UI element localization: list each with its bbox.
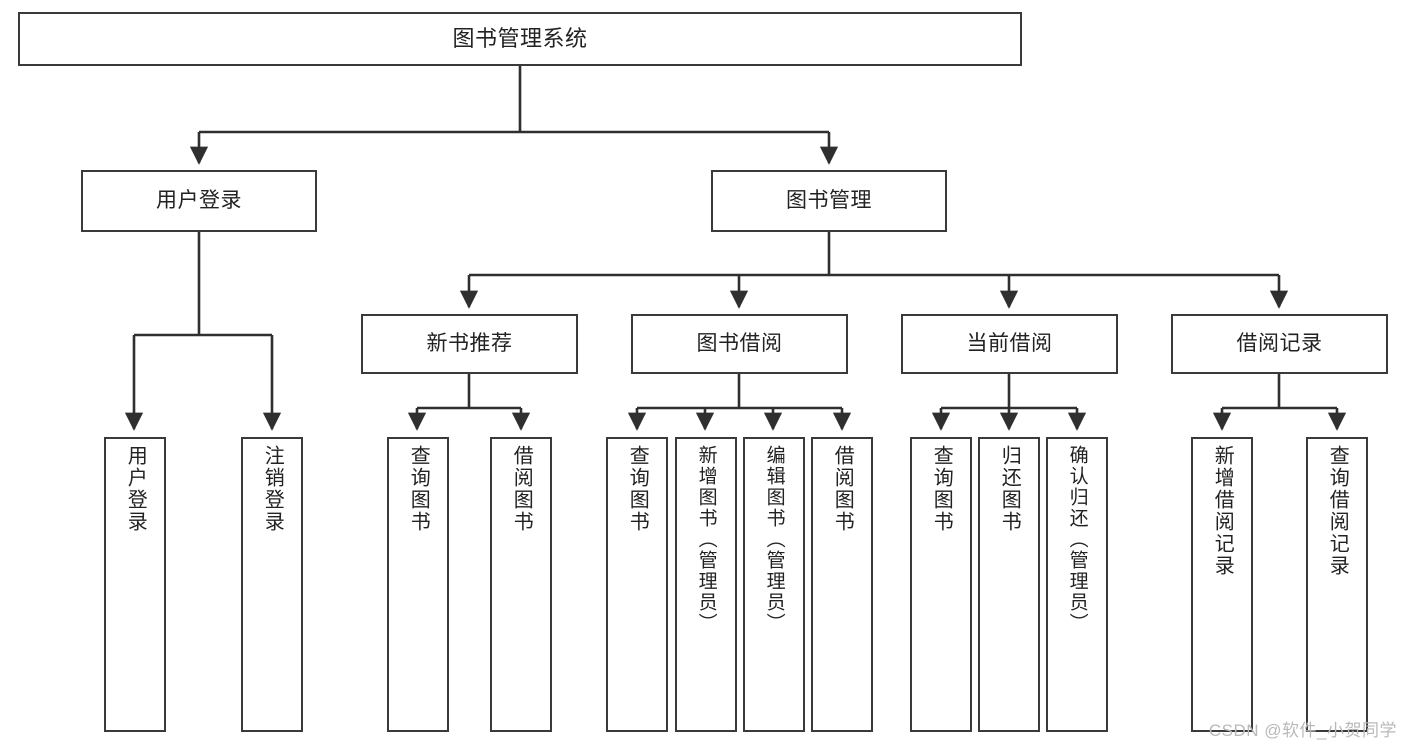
node-root-label: 图书管理系统	[452, 25, 588, 51]
node-book-borrow-label: 图书借阅	[696, 331, 783, 355]
node-borrow-record[interactable]: 借阅记录	[1171, 314, 1388, 374]
node-root[interactable]: 图书管理系统	[18, 12, 1022, 66]
node-leaf-edit-book[interactable]: 编辑图书（管理员）	[743, 437, 805, 732]
node-leaf-query-book-2[interactable]: 查询图书	[606, 437, 668, 732]
node-leaf-user-login[interactable]: 用户登录	[104, 437, 166, 732]
node-book-manage[interactable]: 图书管理	[711, 170, 947, 232]
node-leaf-add-record-label: 新增借阅记录	[1211, 445, 1234, 577]
node-new-book-recommend-label: 新书推荐	[426, 331, 513, 355]
node-leaf-query-book-1-label: 查询图书	[407, 445, 430, 533]
node-borrow-record-label: 借阅记录	[1236, 331, 1323, 355]
node-new-book-recommend[interactable]: 新书推荐	[361, 314, 578, 374]
node-user-login-label: 用户登录	[156, 188, 242, 212]
node-leaf-confirm-return[interactable]: 确认归还（管理员）	[1046, 437, 1108, 732]
node-leaf-query-book-2-label: 查询图书	[626, 445, 649, 533]
node-book-manage-label: 图书管理	[786, 188, 872, 212]
node-leaf-add-record[interactable]: 新增借阅记录	[1191, 437, 1253, 732]
node-book-borrow[interactable]: 图书借阅	[631, 314, 848, 374]
node-user-login[interactable]: 用户登录	[81, 170, 317, 232]
node-leaf-query-book-3-label: 查询图书	[930, 445, 953, 533]
node-current-borrow[interactable]: 当前借阅	[901, 314, 1118, 374]
node-leaf-query-record-label: 查询借阅记录	[1326, 445, 1349, 577]
node-leaf-query-book-3[interactable]: 查询图书	[910, 437, 972, 732]
node-leaf-edit-book-label: 编辑图书（管理员）	[763, 445, 785, 634]
node-current-borrow-label: 当前借阅	[966, 331, 1053, 355]
node-leaf-borrow-book-1-label: 借阅图书	[510, 445, 533, 533]
node-leaf-borrow-book-2-label: 借阅图书	[831, 445, 854, 533]
node-leaf-user-login-label: 用户登录	[124, 445, 147, 533]
node-leaf-borrow-book-1[interactable]: 借阅图书	[490, 437, 552, 732]
node-leaf-confirm-return-label: 确认归还（管理员）	[1066, 445, 1088, 634]
csdn-watermark: CSDN @软件_小贺同学	[1208, 721, 1397, 740]
node-leaf-add-book-label: 新增图书（管理员）	[695, 445, 717, 634]
node-leaf-borrow-book-2[interactable]: 借阅图书	[811, 437, 873, 732]
node-leaf-add-book[interactable]: 新增图书（管理员）	[675, 437, 737, 732]
node-leaf-query-book-1[interactable]: 查询图书	[387, 437, 449, 732]
node-leaf-user-logout-label: 注销登录	[261, 445, 284, 533]
node-leaf-return-book[interactable]: 归还图书	[978, 437, 1040, 732]
node-leaf-query-record[interactable]: 查询借阅记录	[1306, 437, 1368, 732]
node-leaf-return-book-label: 归还图书	[998, 445, 1021, 533]
node-leaf-user-logout[interactable]: 注销登录	[241, 437, 303, 732]
